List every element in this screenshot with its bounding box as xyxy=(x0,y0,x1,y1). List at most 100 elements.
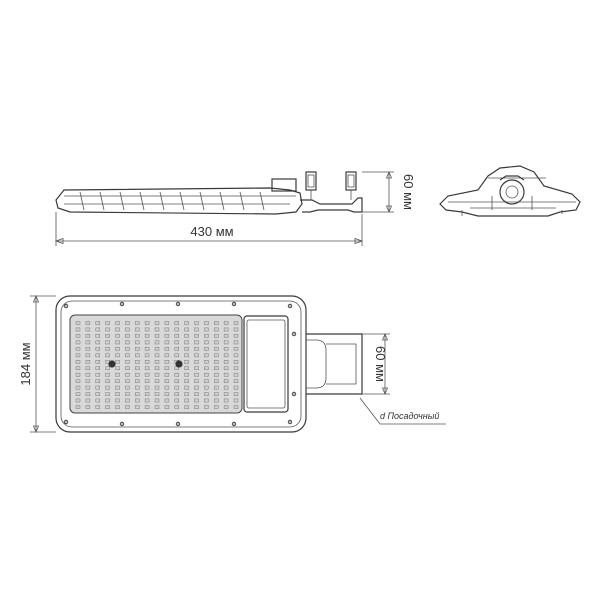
led-chip xyxy=(95,334,101,338)
led-chip xyxy=(204,392,209,396)
led-chip xyxy=(75,405,81,409)
led-chip xyxy=(115,372,120,377)
led-chip xyxy=(154,360,160,364)
led-chip xyxy=(214,379,219,384)
led-chip xyxy=(154,321,160,325)
mount-diameter-callout: d Посадочный xyxy=(359,397,446,425)
led-chip xyxy=(214,366,219,371)
led-chip xyxy=(223,372,229,377)
led-chip xyxy=(164,398,170,403)
led-chip xyxy=(184,347,189,351)
led-chip xyxy=(75,321,81,325)
led-chip xyxy=(75,385,81,390)
led-chip xyxy=(164,327,170,332)
led-chip xyxy=(184,327,189,332)
led-chip xyxy=(135,379,140,384)
led-chip xyxy=(125,372,130,377)
led-chip xyxy=(135,334,140,338)
led-chip xyxy=(204,385,209,390)
led-chip xyxy=(174,398,180,403)
led-chip xyxy=(75,360,81,364)
led-chip xyxy=(95,392,101,396)
led-chip xyxy=(214,327,219,332)
led-chip xyxy=(223,392,229,396)
led-chip xyxy=(223,327,229,332)
led-chip xyxy=(233,398,239,403)
led-chip xyxy=(125,334,130,338)
led-chip xyxy=(233,392,239,396)
led-chip xyxy=(214,372,219,377)
led-chip xyxy=(144,385,150,390)
led-chip xyxy=(144,360,150,364)
led-chip xyxy=(105,379,110,384)
led-chip xyxy=(105,372,110,377)
led-chip xyxy=(105,340,110,345)
led-chip xyxy=(184,360,189,364)
led-chip xyxy=(204,398,209,403)
led-chip xyxy=(115,392,120,396)
led-chip xyxy=(135,360,140,364)
led-chip xyxy=(115,353,120,358)
led-chip xyxy=(135,340,140,345)
led-chip xyxy=(164,385,170,390)
led-chip xyxy=(174,353,180,358)
led-chip xyxy=(85,392,91,396)
led-chip xyxy=(115,340,120,345)
led-chip xyxy=(154,347,160,351)
led-chip xyxy=(204,340,209,345)
led-chip xyxy=(194,321,199,325)
led-chip xyxy=(105,366,110,371)
led-chip xyxy=(214,360,219,364)
led-chip xyxy=(105,321,110,325)
led-chip xyxy=(85,327,91,332)
led-chip xyxy=(105,353,110,358)
led-chip xyxy=(115,398,120,403)
led-chip xyxy=(174,372,180,377)
led-chip xyxy=(115,405,120,409)
led-chip xyxy=(115,321,120,325)
led-chip xyxy=(223,366,229,371)
led-chip xyxy=(214,398,219,403)
led-chip xyxy=(164,379,170,384)
led-chip xyxy=(135,327,140,332)
led-chip xyxy=(174,347,180,351)
led-chip xyxy=(115,360,120,364)
led-chip xyxy=(204,347,209,351)
led-chip xyxy=(233,340,239,345)
led-chip xyxy=(223,379,229,384)
led-chip xyxy=(233,334,239,338)
led-chip xyxy=(194,334,199,338)
led-chip xyxy=(115,379,120,384)
led-chip xyxy=(75,372,81,377)
led-chip xyxy=(214,392,219,396)
led-chip xyxy=(125,405,130,409)
led-chip xyxy=(184,392,189,396)
led-chip xyxy=(214,321,219,325)
led-chip xyxy=(85,398,91,403)
led-chip xyxy=(144,353,150,358)
led-chip xyxy=(144,379,150,384)
led-chip xyxy=(85,366,91,371)
led-chip xyxy=(233,405,239,409)
led-chip xyxy=(75,379,81,384)
led-grid xyxy=(75,321,239,409)
led-chip xyxy=(164,321,170,325)
led-chip xyxy=(95,379,101,384)
led-chip xyxy=(184,334,189,338)
led-chip xyxy=(85,347,91,351)
led-chip xyxy=(115,385,120,390)
led-chip xyxy=(223,347,229,351)
led-chip xyxy=(95,398,101,403)
led-chip xyxy=(233,372,239,377)
led-chip xyxy=(135,405,140,409)
led-chip xyxy=(85,334,91,338)
led-chip xyxy=(174,405,180,409)
led-chip xyxy=(164,366,170,371)
led-chip xyxy=(204,372,209,377)
led-chip xyxy=(105,405,110,409)
led-chip xyxy=(144,398,150,403)
led-chip xyxy=(204,405,209,409)
led-chip xyxy=(75,347,81,351)
led-chip xyxy=(154,392,160,396)
dimension-mount: 60 мм xyxy=(362,332,390,396)
